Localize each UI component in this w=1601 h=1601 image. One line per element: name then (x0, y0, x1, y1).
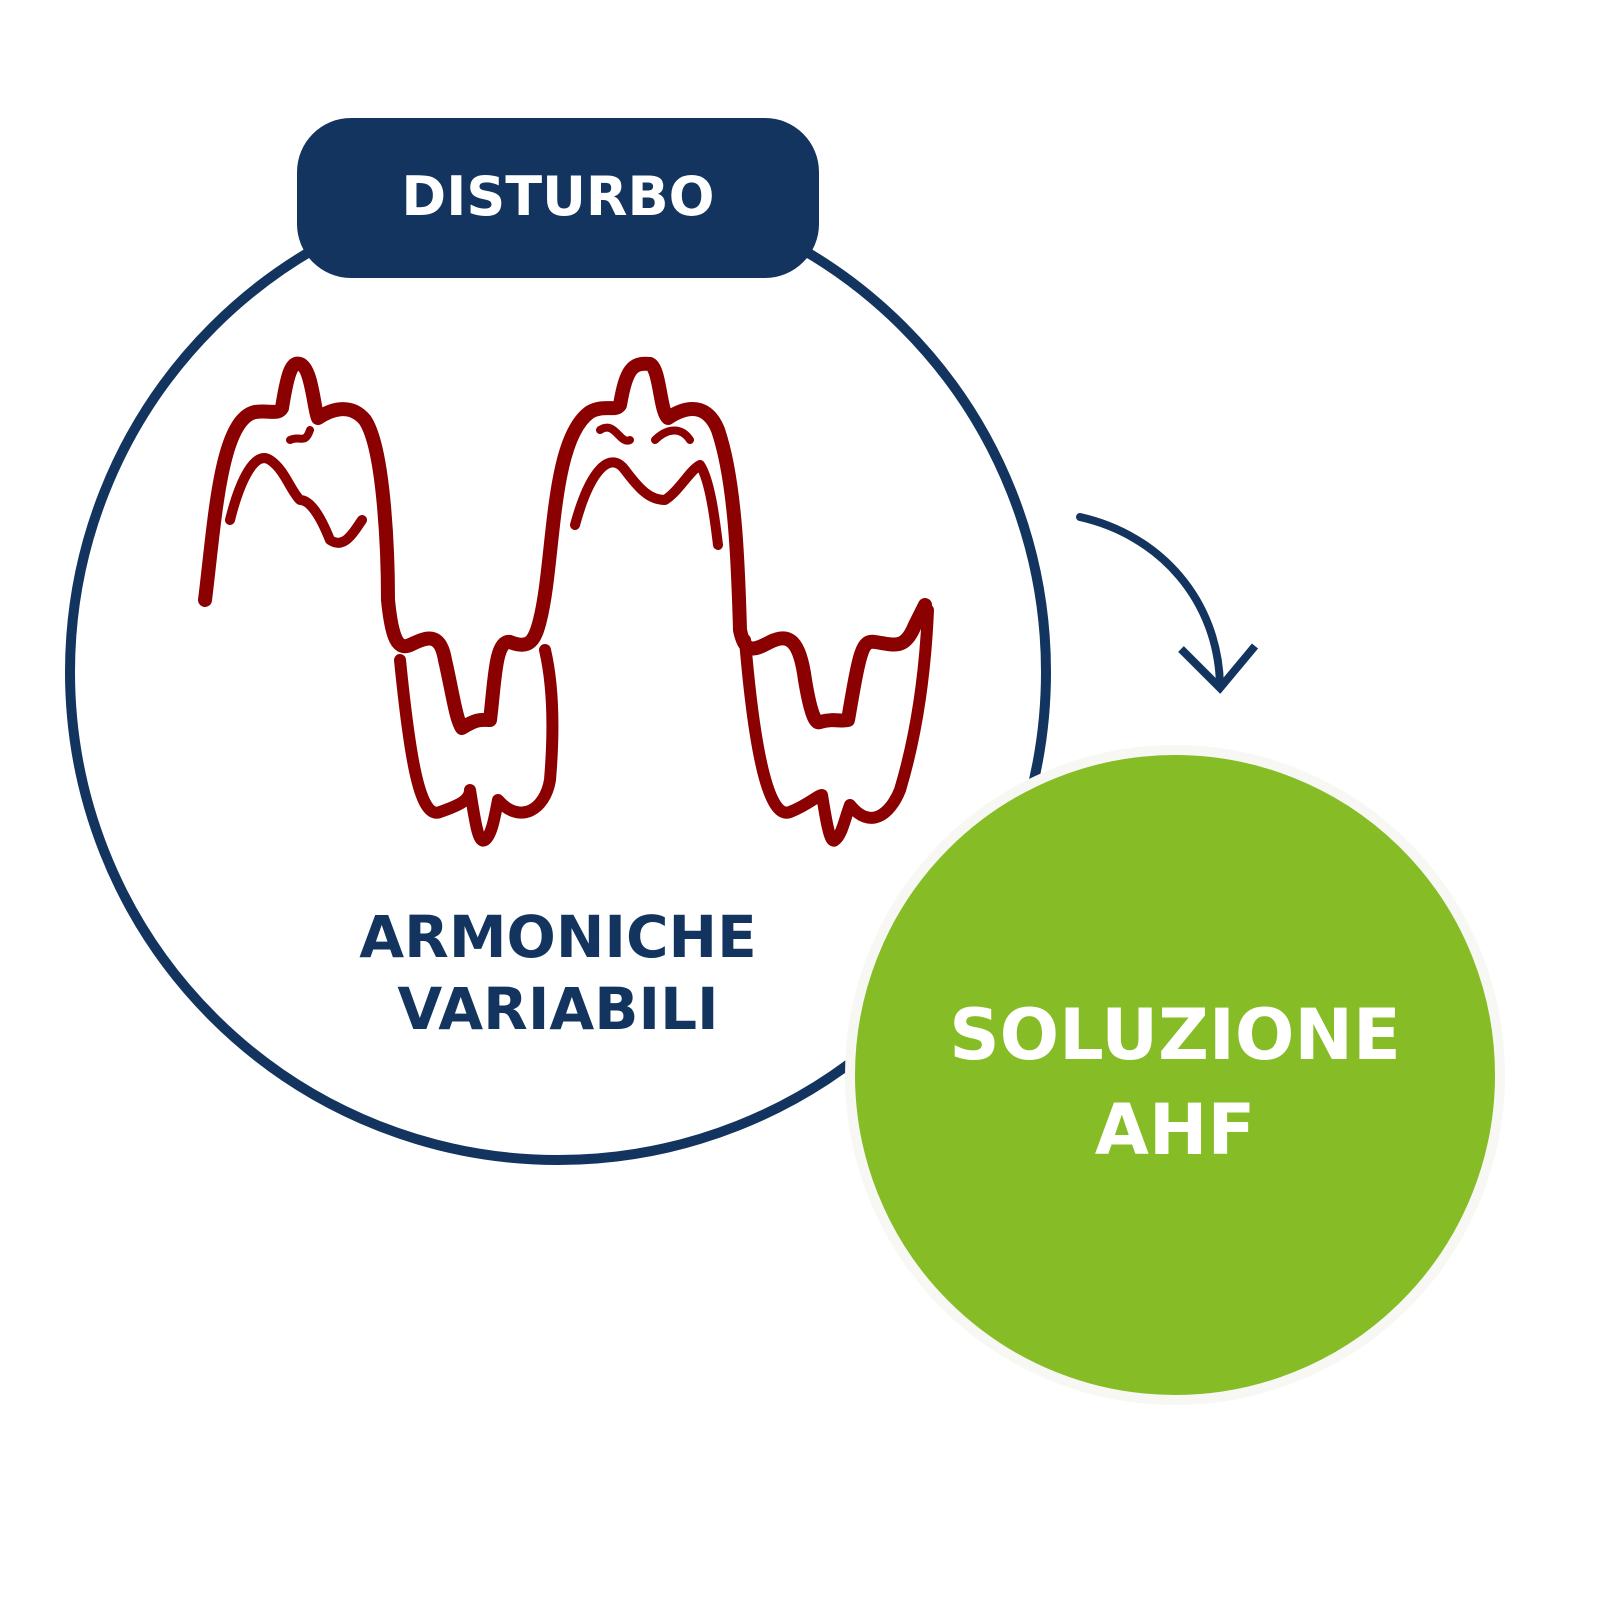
disturbo-badge (297, 118, 819, 278)
problem-label-line1: ARMONICHE (359, 903, 757, 971)
solution-label-line1: SOLUZIONE (949, 994, 1401, 1076)
solution-circle (845, 745, 1505, 1405)
badge-label: DISTURBO (401, 165, 715, 228)
problem-label-line2: VARIABILI (397, 975, 719, 1043)
solution-label-line2: AHF (1094, 1089, 1256, 1171)
curved-arrow-icon (1076, 513, 1259, 694)
harmonic-wave-icon (198, 356, 934, 847)
